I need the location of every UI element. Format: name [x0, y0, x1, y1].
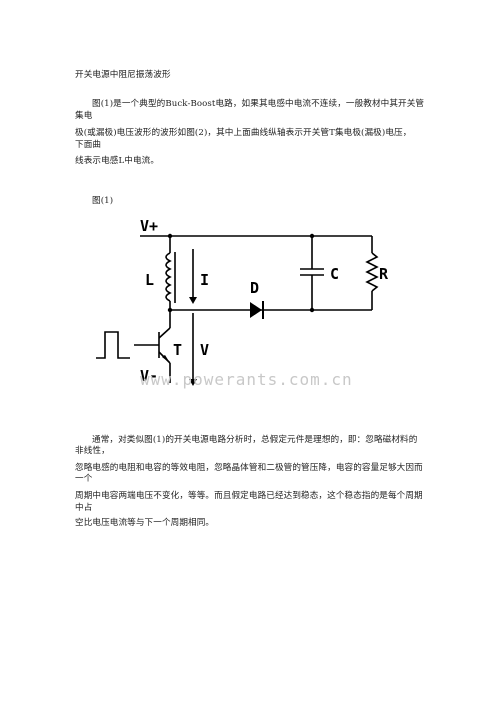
label-current: I: [200, 271, 209, 289]
label-capacitor: C: [330, 265, 339, 283]
label-vminus: V-: [140, 367, 158, 385]
document-title: 开关电源中阻尼振荡波形: [75, 70, 171, 80]
watermark: www.powerants.com.cn: [140, 370, 353, 389]
paragraph-2-line: 忽略电感的电阻和电容的等效电阻，忽略晶体管和二极管的管压降，电容的容量足够大因而: [75, 463, 423, 473]
paragraph-1-line: 图(1)是一个典型的Buck-Boost电路，如果其电感中电流不连续，一般教材中…: [92, 99, 425, 109]
paragraph-1-line: 集电: [75, 111, 93, 121]
label-diode: D: [250, 279, 259, 297]
label-transistor: T: [173, 341, 182, 359]
paragraph-2-line: 通常，对类似图(1)的开关电源电路分析时，总假定元件是理想的，即：忽略磁材料的: [92, 435, 418, 445]
diode-symbol: [250, 301, 264, 319]
paragraph-1-line: 极(或漏极)电压波形的波形如图(2)，其中上面曲线纵轴表示开关管T集电极(漏极)…: [75, 128, 412, 138]
label-voltage: V: [200, 341, 209, 359]
paragraph-2-line: 一个: [75, 474, 93, 484]
label-resistor: R: [379, 265, 389, 283]
circuit-wires: [96, 235, 379, 383]
label-inductor: L: [145, 271, 154, 289]
label-vplus: V+: [140, 217, 158, 235]
paragraph-1-line: 下面曲: [75, 140, 102, 150]
junction-dots: [167, 233, 315, 313]
figure-label: 图(1): [92, 196, 114, 206]
paragraph-1-line: 线表示电感L中电流。: [75, 156, 160, 166]
paragraph-2-line: 中占: [75, 503, 93, 513]
paragraph-2-line: 空比电压电流等与下一个周期相同。: [75, 518, 215, 528]
paragraph-2-line: 非线性，: [75, 446, 110, 456]
buck-boost-circuit-diagram: V+ L I D C R T V V- www.powerants.com.cn: [96, 217, 389, 389]
arrowheads: [162, 297, 197, 386]
paragraph-2-line: 周期中电容两端电压不变化，等等。而且假定电路已经达到稳态，这个稳态指的是每个周期: [75, 491, 423, 501]
